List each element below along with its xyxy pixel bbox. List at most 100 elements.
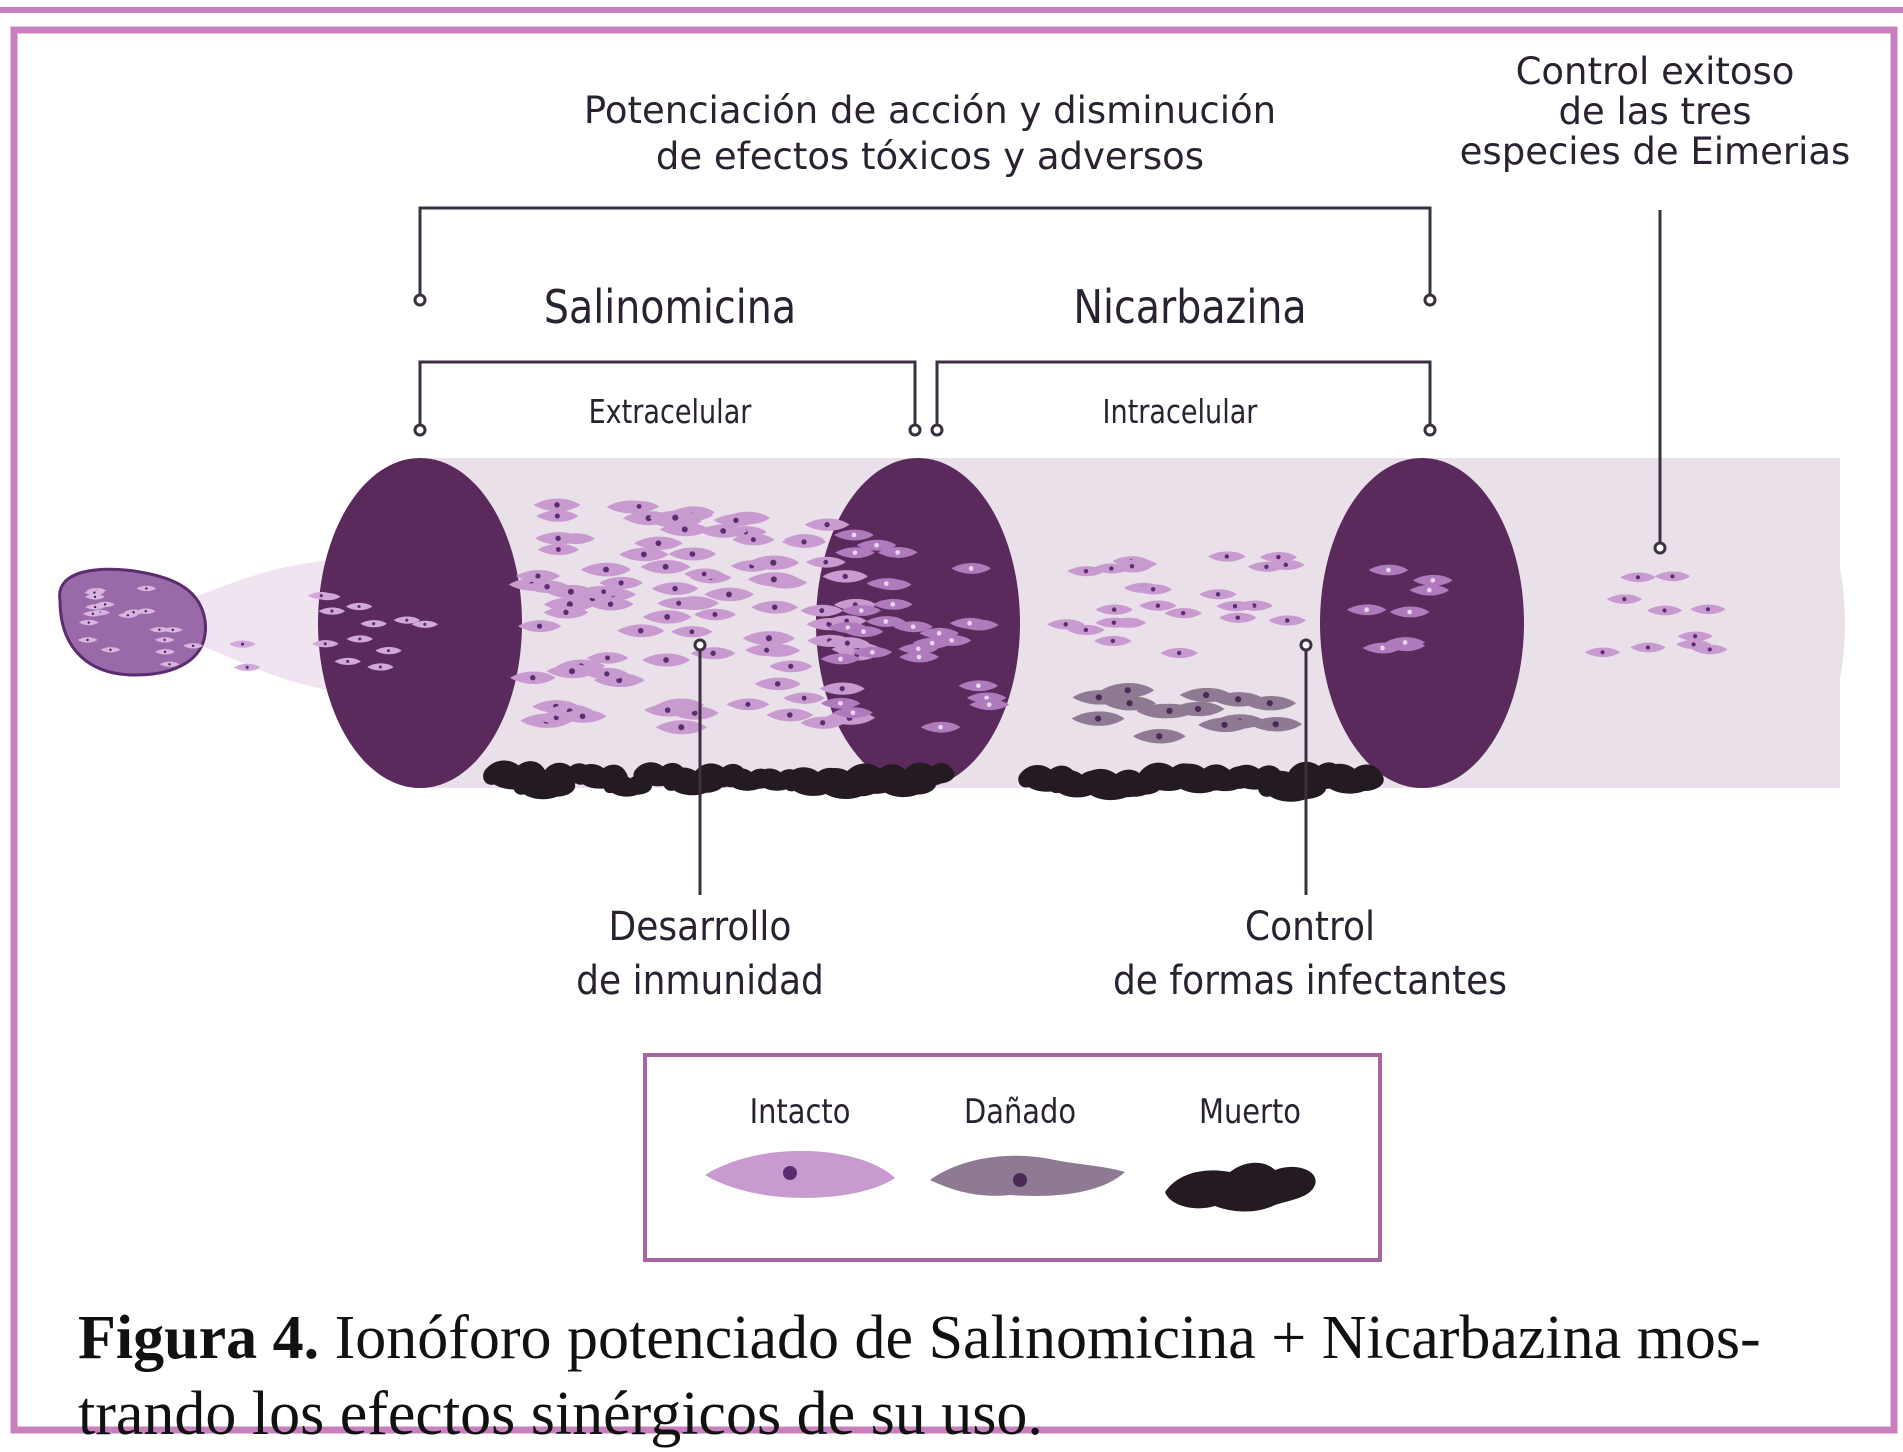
intact-cell-nucleus [553, 715, 559, 721]
intact-cell-nucleus [357, 604, 361, 609]
intact-cell-nucleus [672, 585, 678, 592]
intact-cell-nucleus [1235, 615, 1240, 620]
intact-cell-nucleus [883, 581, 889, 586]
caption-prefix: Figura 4. [78, 1304, 320, 1372]
intact-cell-nucleus [967, 620, 972, 626]
intact-cell-nucleus [663, 657, 669, 663]
intact-cell-nucleus [567, 588, 574, 595]
intact-cell-nucleus [1364, 607, 1370, 613]
intact-cell-nucleus [1232, 603, 1238, 609]
intact-cell-nucleus [245, 665, 249, 669]
intact-cell-nucleus [976, 683, 981, 689]
intact-cell-nucleus [579, 713, 586, 720]
bracket-salinomicina [413, 360, 922, 437]
damaged-cell-nucleus [1166, 707, 1173, 715]
intact-cell-nucleus [554, 502, 560, 508]
intact-cell-nucleus [1276, 554, 1281, 560]
oocyst-sporozoite-nucleus [91, 612, 95, 615]
intact-cell-nucleus [774, 681, 781, 687]
intact-cell-nucleus [1380, 645, 1385, 651]
intact-cell-nucleus [770, 576, 777, 583]
intact-cell-nucleus [838, 700, 843, 706]
caption-text: Ionóforo potenciado de Salinomicina + Ni… [78, 1304, 1761, 1448]
intact-cell-nucleus [910, 624, 916, 630]
intact-cell-nucleus [842, 573, 848, 580]
intact-cell-nucleus [1705, 607, 1711, 612]
label-top-effect: Potenciación de acción y disminución de … [530, 88, 1330, 180]
oocyst-sporozoite-nucleus [191, 644, 195, 647]
intact-cell-nucleus [323, 642, 327, 646]
legend-label-dead: Muerto [1199, 1092, 1301, 1132]
legend-label-intact: Intacto [749, 1092, 851, 1132]
damaged-cells [1071, 683, 1303, 744]
label-top-effect-line2: de efectos tóxicos y adversos [655, 135, 1205, 178]
intact-cell-nucleus [883, 619, 889, 624]
intact-cell-nucleus [844, 618, 850, 624]
damaged-cell-nucleus [1272, 721, 1279, 728]
intact-cell-nucleus [1402, 640, 1408, 645]
intact-cell-nucleus [423, 622, 427, 626]
intact-cell-nucleus [839, 685, 845, 692]
damaged-cell-nucleus [1126, 700, 1133, 707]
oocyst-sporozoite-nucleus [158, 628, 161, 631]
label-top-effect-line1: Potenciación de acción y disminución [583, 89, 1277, 132]
intact-cell-nucleus [618, 580, 624, 586]
intact-cell-nucleus [770, 559, 777, 566]
intact-cell-nucleus [745, 701, 751, 707]
disc-right [1320, 458, 1524, 788]
intact-cell-nucleus [820, 720, 826, 726]
intact-cell-nucleus [535, 573, 541, 579]
intact-cell-nucleus [787, 712, 793, 718]
label-drug-nicarbazina: Nicarbazina [1073, 280, 1307, 334]
intact-cell-nucleus [710, 650, 716, 656]
intact-cell-nucleus [604, 671, 610, 677]
intact-cell-nucleus [689, 551, 696, 557]
oocyst-sporozoite-nucleus [171, 628, 174, 632]
damaged-cell-nucleus [1094, 715, 1102, 722]
intact-cell-nucleus [764, 647, 770, 653]
intact-cell-nucleus [1129, 564, 1135, 569]
intact-cell-nucleus [1693, 634, 1698, 639]
intact-cell-nucleus [676, 600, 682, 606]
damaged-cell-nucleus [1202, 691, 1210, 699]
intact-cell-nucleus [968, 566, 974, 571]
intact-cell-nucleus [801, 539, 807, 545]
intact-cell-nucleus [938, 724, 943, 730]
figure-caption: Figura 4. Ionóforo potenciado de Salinom… [78, 1300, 1878, 1452]
intact-cell-nucleus [823, 559, 829, 565]
figure-border [10, 26, 1898, 1434]
intact-cell-nucleus [852, 550, 858, 555]
intact-cell-nucleus [1215, 592, 1221, 597]
intact-cell-nucleus [916, 654, 922, 660]
intact-cell-nucleus [765, 635, 772, 642]
pointer-control [1299, 638, 1313, 895]
intact-cell-nucleus [1283, 562, 1288, 568]
intact-cell-nucleus [929, 640, 935, 646]
intact-cell-nucleus [1430, 577, 1436, 583]
damaged-cell-nucleus [1095, 694, 1102, 701]
oocyst-sporozoite-nucleus [93, 595, 97, 599]
intact-cell-nucleus [636, 504, 642, 509]
intact-cell-nucleus [555, 535, 561, 542]
dead-cells [483, 760, 1384, 802]
intact-cell-nucleus [605, 655, 611, 661]
oocyst-cluster [58, 567, 207, 677]
intact-cell-nucleus [851, 532, 857, 538]
intact-cell-nucleus [1109, 566, 1114, 571]
intact-cell-nucleus [603, 566, 609, 573]
intact-cell-nucleus [386, 649, 391, 653]
intact-cells [229, 498, 1728, 735]
intact-cell-nucleus [726, 591, 732, 598]
intact-cell-nucleus [771, 604, 778, 610]
intact-cell-nucleus [655, 540, 662, 547]
intact-cell-nucleus [861, 629, 866, 634]
pointer-immunity [693, 638, 707, 895]
intact-cell-nucleus [936, 630, 942, 636]
tube-tail [185, 560, 330, 690]
intact-cell-nucleus [712, 612, 718, 617]
label-success-line1: Control exitoso [1515, 50, 1795, 93]
intact-cell-nucleus [691, 710, 698, 716]
intact-cell-nucleus [1264, 564, 1269, 569]
bracket-top [413, 206, 1437, 307]
